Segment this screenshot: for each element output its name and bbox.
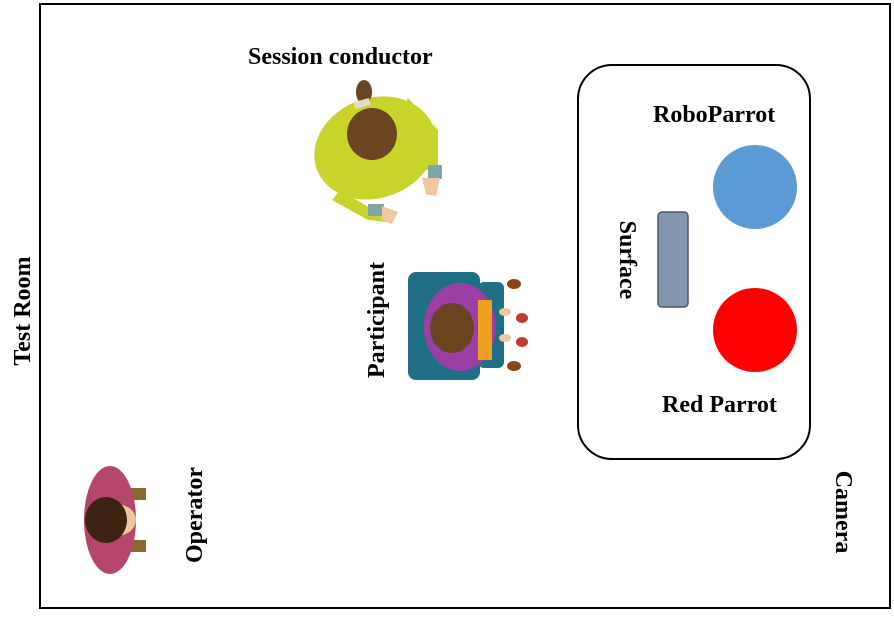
label-camera: Camera — [830, 471, 856, 554]
setup-table-area — [577, 64, 811, 460]
label-red-parrot: Red Parrot — [662, 392, 777, 418]
participant-figure — [408, 272, 528, 380]
label-operator: Operator — [182, 467, 208, 563]
label-participant: Participant — [364, 262, 390, 378]
label-roboparrot: RoboParrot — [653, 102, 775, 128]
red-parrot-circle — [713, 288, 797, 372]
test-room-boundary — [39, 3, 891, 609]
label-test-room: Test Room — [10, 256, 36, 365]
operator-figure — [84, 466, 146, 574]
label-surface: Surface — [614, 221, 640, 300]
roboparrot-circle — [713, 145, 797, 229]
label-session-conductor: Session conductor — [248, 44, 433, 70]
session-conductor-figure — [314, 80, 442, 224]
surface-rect — [657, 211, 689, 308]
